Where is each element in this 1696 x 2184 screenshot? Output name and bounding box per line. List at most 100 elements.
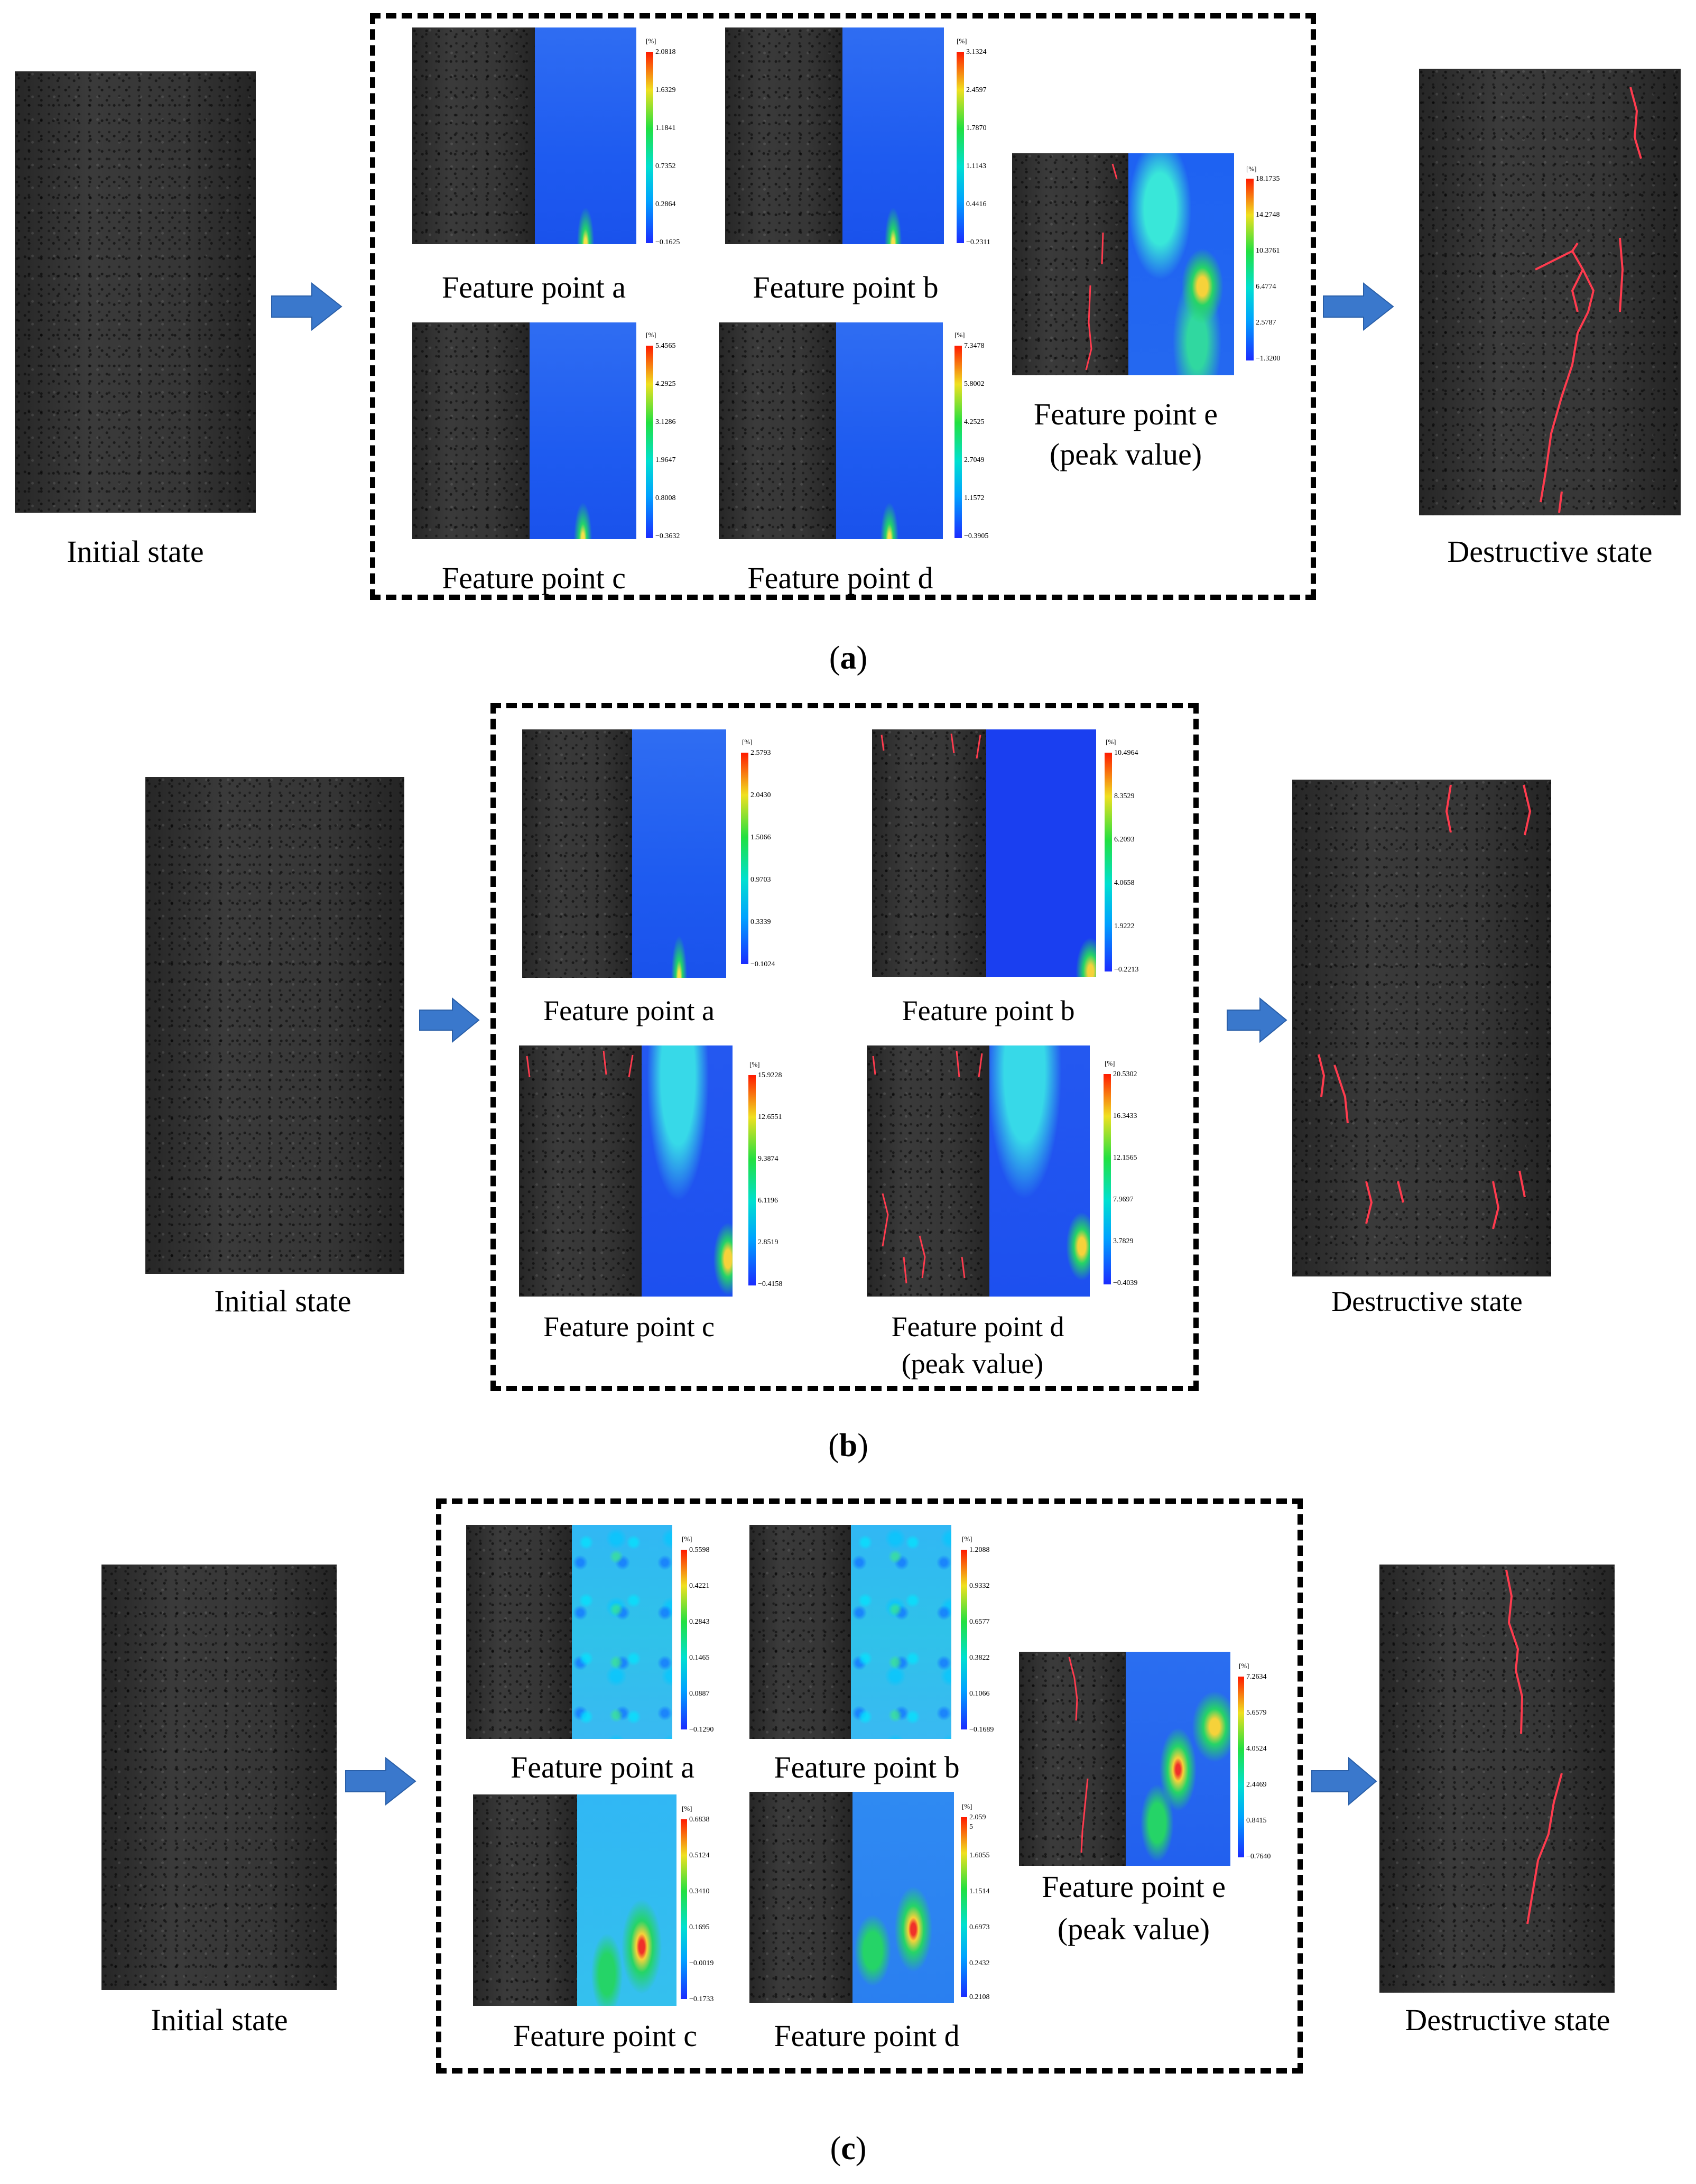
panel-c-fa-scale: 0.2843: [689, 1618, 710, 1626]
panel-a-fd-colorbar: [954, 346, 962, 538]
panel-b-fd-colorbar: [1104, 1074, 1111, 1284]
panel-b-fc-scale: 9.3874: [758, 1155, 779, 1163]
panel-c-fa-scale: 0.5598: [689, 1546, 710, 1554]
panel-a-arrow-right-icon: [1323, 282, 1394, 331]
panel-c-fb-colorbar: [961, 1550, 967, 1729]
panel-b-fd-scale: 3.7829: [1113, 1237, 1134, 1245]
panel-b-fa-scale: 2.5793: [750, 749, 771, 757]
panel-b-fd-scale: 7.9697: [1113, 1196, 1134, 1204]
panel-a-label: (a): [829, 640, 868, 676]
panel-c-fa-scale: 0.4221: [689, 1582, 710, 1590]
panel-a-fe-crack-overlay: [1085, 163, 1118, 371]
panel-b-fd-caption2: (peak value): [901, 1348, 1044, 1380]
panel-a-fc-strainmap: [530, 322, 636, 539]
panel-a-fd-scale: 1.1572: [964, 494, 985, 502]
panel-c-fa-scale: −0.1290: [689, 1726, 714, 1734]
panel-b-destructive-crack-overlay: [1318, 784, 1532, 1229]
panel-c-fe-scale: 7.2634: [1246, 1673, 1267, 1681]
panel-c-fb-caption: Feature point b: [774, 1750, 960, 1784]
panel-c-fc-scale: −0.1733: [689, 1995, 714, 2003]
panel-b-fb-scale: −0.2213: [1114, 966, 1139, 974]
panel-c-fc-unit: [%]: [682, 1804, 692, 1812]
panel-b-fc-colorbar: [748, 1075, 756, 1285]
panel-a-fa-scale: 1.6329: [655, 86, 676, 94]
panel-a-fe-unit: [%]: [1246, 165, 1257, 173]
panel-a-fa-scale: −0.1625: [655, 238, 680, 246]
panel-b-fa-scale: 0.3339: [750, 918, 771, 926]
panel-b-label: (b): [828, 1428, 868, 1464]
panel-c-fc-caption: Feature point c: [513, 2019, 697, 2053]
panel-b-fd-photo: [867, 1045, 989, 1297]
panel-a-fa-photo: [412, 27, 535, 244]
panel-b-fc-scale: −0.4158: [758, 1280, 783, 1288]
panel-a-fe-scale: 10.3761: [1256, 247, 1280, 255]
panel-a-fc-scale: −0.3632: [655, 532, 680, 540]
panel-c-arrow-left-icon: [345, 1756, 416, 1806]
panel-b-fb-caption: Feature point b: [902, 995, 1075, 1026]
panel-b-fb-scale: 10.4964: [1114, 749, 1138, 757]
panel-c-fd-colorbar: [961, 1817, 967, 1997]
panel-c-fb-unit: [%]: [962, 1535, 972, 1543]
panel-b-initial-caption: Initial state: [214, 1284, 351, 1318]
panel-a-fa-scale: 1.1841: [655, 124, 676, 132]
panel-a-fc-scale: 1.9647: [655, 456, 676, 464]
panel-c-fe-scale: 5.6579: [1246, 1709, 1267, 1717]
panel-b-fc-caption: Feature point c: [543, 1311, 715, 1343]
panel-c-fb-scale: 1.2088: [969, 1546, 990, 1554]
panel-c-fe-scale: 4.0524: [1246, 1745, 1267, 1753]
panel-b-destructive-caption: Destructive state: [1331, 1285, 1523, 1317]
panel-c-fd-scale: 2.059: [969, 1813, 986, 1821]
panel-b-fd-strainmap: [989, 1045, 1090, 1297]
panel-b-fa-unit: [%]: [742, 738, 753, 746]
panel-c-fe-scale: 0.8415: [1246, 1817, 1267, 1825]
panel-c-fb-scale: −0.1689: [969, 1726, 994, 1734]
panel-b-fd-unit: [%]: [1105, 1059, 1115, 1067]
panel-b-arrow-right-icon: [1227, 997, 1287, 1043]
panel-a-fe-scale: 2.5787: [1256, 319, 1276, 327]
panel-a-fb-scale: −0.2311: [966, 238, 990, 246]
panel-a-fb-scale: 3.1324: [966, 48, 987, 56]
panel-a-fc-unit: [%]: [646, 331, 656, 339]
panel-b-fc-photo: [519, 1045, 642, 1297]
panel-c-fe-caption2: (peak value): [1057, 1912, 1210, 1946]
panel-a-fb-unit: [%]: [957, 37, 967, 45]
panel-c-fd-scale: 0.2432: [969, 1959, 990, 1967]
panel-b-label-letter: b: [839, 1428, 858, 1464]
panel-a-fd-caption: Feature point d: [747, 561, 933, 595]
panel-c-fa-strainmap: [572, 1525, 672, 1739]
panel-a-fb-strainmap: [842, 27, 944, 244]
panel-c-fd-unit: [%]: [962, 1802, 972, 1810]
panel-a-fd-scale: 4.2525: [964, 418, 985, 426]
panel-c-fb-scale: 0.1066: [969, 1690, 990, 1698]
panel-c-label: (c): [830, 2131, 867, 2167]
panel-b-fb-strainmap: [986, 729, 1096, 977]
panel-c-fb-scale: 0.9332: [969, 1582, 990, 1590]
panel-a-fc-scale: 5.4565: [655, 342, 676, 350]
panel-a-fc-scale: 0.8008: [655, 494, 676, 502]
panel-b-fa-strainmap: [632, 729, 726, 978]
panel-b-fa-caption: Feature point a: [543, 995, 715, 1026]
panel-b-fb-scale: 4.0658: [1114, 879, 1135, 887]
panel-a-fd-scale: 2.7049: [964, 456, 985, 464]
panel-c-fd-scale: 0.6973: [969, 1923, 990, 1931]
panel-c-fc-scale: −0.0019: [689, 1959, 714, 1967]
panel-a-fb-photo: [725, 27, 842, 244]
panel-b-fa-photo: [522, 729, 632, 978]
panel-b-fa-colorbar: [741, 753, 748, 964]
panel-b-fb-unit: [%]: [1106, 738, 1116, 746]
panel-a-fe-colorbar: [1246, 179, 1254, 360]
panel-c-initial-caption: Initial state: [151, 2003, 288, 2037]
panel-b-fc-scale: 15.9228: [758, 1071, 782, 1079]
panel-c-fa-scale: 0.1465: [689, 1654, 710, 1662]
panel-a-fd-scale: −0.3905: [964, 532, 989, 540]
panel-b-fc-unit: [%]: [749, 1060, 760, 1068]
panel-a-fe-caption2: (peak value): [1049, 437, 1202, 471]
panel-b-fa-scale: 2.0430: [750, 791, 771, 799]
panel-a-fe-scale: 18.1735: [1256, 175, 1280, 183]
panel-a-fb-colorbar: [957, 52, 964, 243]
panel-c-destructive-photo: [1379, 1565, 1615, 1993]
panel-b-fb-scale: 6.2093: [1114, 836, 1135, 844]
panel-a-fc-photo: [412, 322, 530, 539]
panel-b-arrow-left-icon: [419, 997, 480, 1043]
panel-c-fe-scale: −0.7640: [1246, 1853, 1271, 1861]
